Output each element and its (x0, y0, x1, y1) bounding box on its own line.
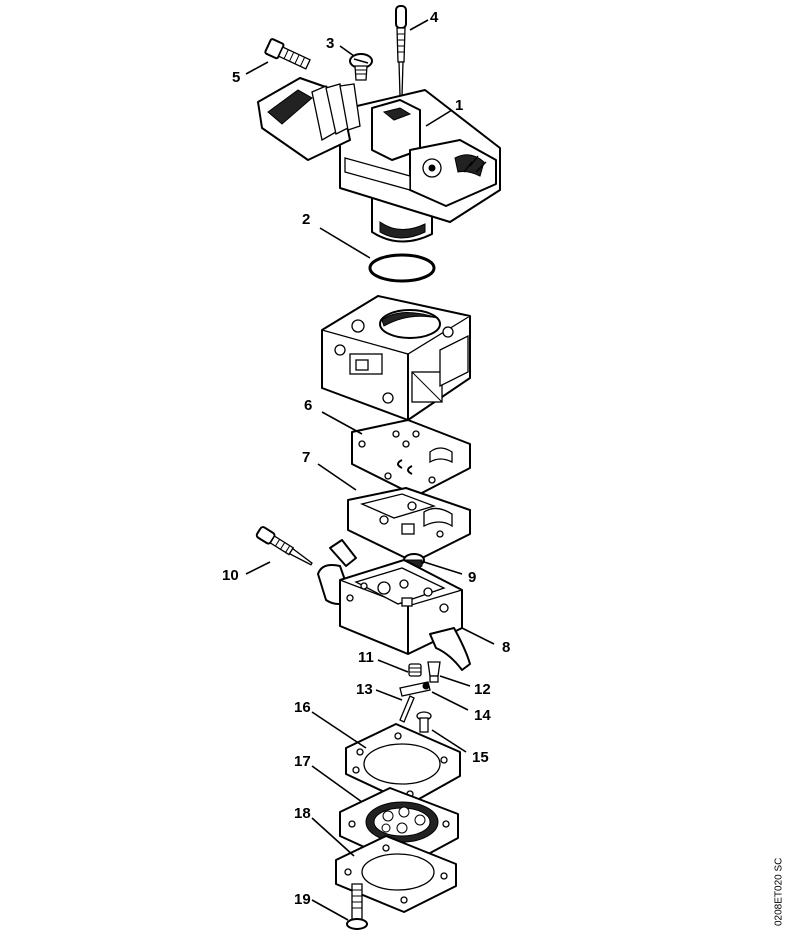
leader-11 (377, 659, 409, 673)
callout-9: 9 (468, 569, 476, 586)
part-6-gasket (351, 419, 471, 497)
callout-17: 17 (294, 753, 311, 770)
leader-4 (409, 19, 429, 31)
leader-13 (375, 689, 403, 701)
leader-14 (431, 691, 469, 711)
leader-1 (425, 109, 453, 127)
part-13-pin (399, 695, 415, 723)
part-8-lower-body (317, 539, 471, 671)
callout-8: 8 (502, 639, 510, 656)
callout-2: 2 (302, 211, 310, 228)
part-16-gasket (345, 723, 461, 805)
leader-16 (311, 711, 367, 749)
part-18-cover (335, 835, 457, 913)
callout-7: 7 (302, 449, 310, 466)
part-11-valve (408, 663, 422, 677)
callout-11: 11 (358, 649, 374, 666)
part-5-screw (264, 38, 311, 70)
leader-12 (439, 675, 471, 687)
callout-16: 16 (294, 699, 311, 716)
leader-15 (431, 729, 467, 753)
leader-10 (245, 561, 271, 575)
leader-lines (245, 19, 495, 921)
part-14-lever (399, 681, 431, 697)
leader-9 (423, 561, 463, 575)
callout-4: 4 (430, 9, 439, 26)
part-12-nozzle (427, 661, 441, 683)
part-10-adjusting-screw (255, 526, 313, 566)
callout-6: 6 (304, 397, 312, 414)
leader-3 (339, 45, 355, 57)
part-7-plate (347, 487, 471, 563)
leader-18 (311, 817, 355, 857)
leader-6 (321, 411, 363, 435)
callout-12: 12 (474, 681, 491, 698)
callout-3: 3 (326, 35, 334, 52)
callout-14: 14 (474, 707, 491, 724)
callout-18: 18 (294, 805, 311, 822)
part-15-screw (416, 711, 432, 733)
callout-13: 13 (356, 681, 373, 698)
callout-15: 15 (472, 749, 489, 766)
leader-2 (319, 227, 371, 259)
leader-19 (311, 899, 349, 921)
leader-17 (311, 765, 363, 803)
leader-8 (461, 627, 495, 645)
part-2-o-ring (368, 253, 436, 283)
carburetor-body (321, 295, 471, 421)
callout-10: 10 (222, 567, 239, 584)
callout-labels: 1 2 3 4 5 6 7 8 9 10 11 12 13 14 15 16 1… (222, 9, 510, 908)
leader-7 (317, 463, 357, 491)
part-1-throttle-housing (257, 77, 501, 243)
callout-1: 1 (455, 97, 463, 114)
leader-5 (245, 61, 269, 75)
callout-19: 19 (294, 891, 311, 908)
part-3-screw (349, 53, 373, 81)
callout-5: 5 (232, 69, 240, 86)
part-4-needle (395, 5, 407, 97)
reference-code: 0208ET020 SC (773, 857, 784, 926)
part-19-bolt (346, 883, 368, 930)
